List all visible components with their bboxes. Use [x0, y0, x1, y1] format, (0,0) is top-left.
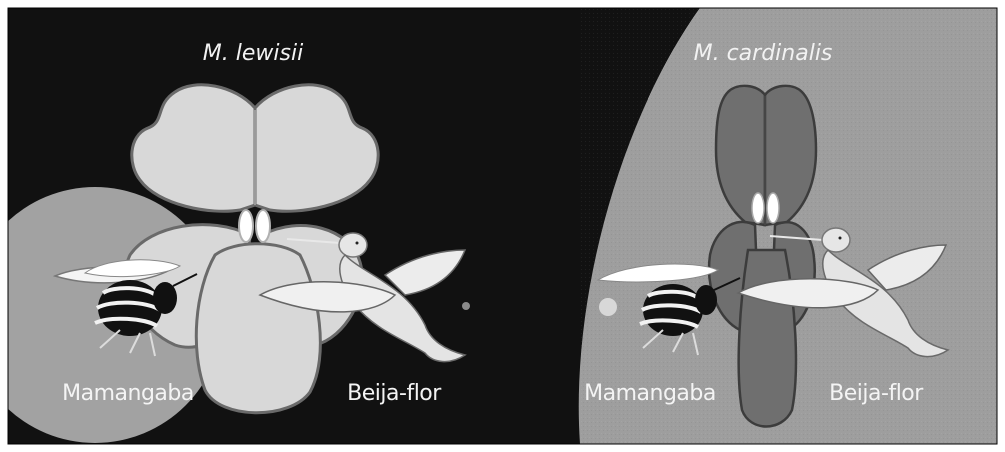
- dot: [462, 302, 470, 310]
- panel-cardinalis: M. cardinalis Mamangaba Beija-flor: [579, 8, 997, 444]
- dot: [599, 298, 617, 316]
- pollinator-label-bird-left: Beija-flor: [347, 381, 442, 406]
- species-label-cardinalis: M. cardinalis: [694, 41, 833, 66]
- species-label-lewisii: M. lewisii: [203, 41, 303, 66]
- pollinator-label-bee-left: Mamangaba: [62, 381, 194, 406]
- panel-lewisii: M. lewisii Mamangaba Beija-flor: [0, 8, 648, 444]
- pollinator-label-bee-right: Mamangaba: [584, 381, 716, 406]
- petal-bottom: [739, 250, 796, 427]
- petal-bottom: [196, 244, 320, 413]
- pollinator-label-bird-right: Beija-flor: [829, 381, 924, 406]
